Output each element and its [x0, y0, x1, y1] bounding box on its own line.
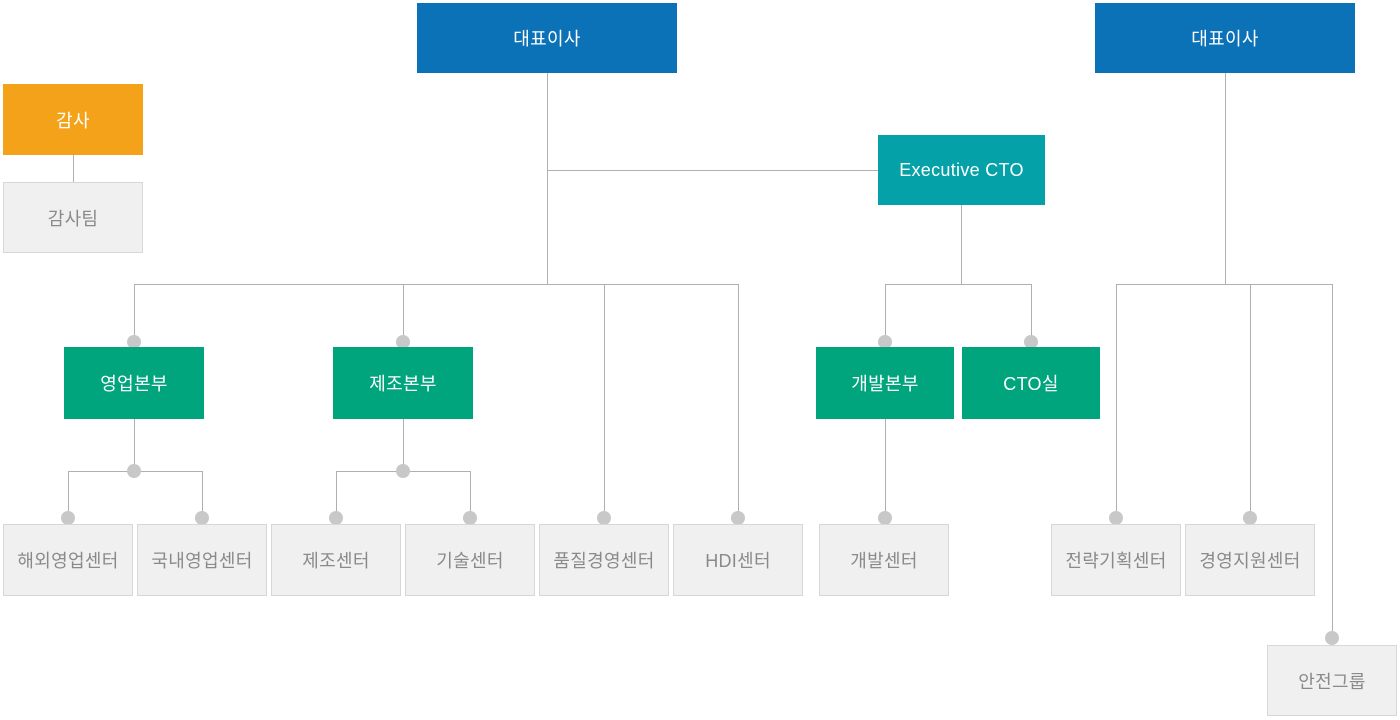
org-node-strategic-planning-center: 전략기획센터	[1051, 524, 1181, 596]
connector-dot	[329, 511, 343, 525]
connector-line	[470, 471, 471, 518]
connector-line	[961, 205, 962, 284]
org-node-executive-cto: Executive CTO	[878, 135, 1045, 205]
org-node-label: HDI센터	[705, 551, 771, 571]
org-node-label: 전략기획센터	[1065, 551, 1167, 571]
org-node-development-center: 개발센터	[819, 524, 949, 596]
connector-line	[547, 170, 878, 171]
org-node-management-support-center: 경영지원센터	[1185, 524, 1315, 596]
org-node-label: Executive CTO	[899, 159, 1024, 180]
connector-line	[1225, 73, 1226, 284]
connector-dot	[61, 511, 75, 525]
org-node-label: 품질경영센터	[553, 551, 655, 571]
connector-dot	[731, 511, 745, 525]
org-node-audit-team: 감사팀	[3, 182, 143, 253]
connector-dot	[878, 511, 892, 525]
connector-line	[134, 284, 738, 285]
org-node-manufacturing-division: 제조본부	[333, 347, 473, 419]
org-node-manufacturing-center: 제조센터	[271, 524, 401, 596]
org-node-label: 영업본부	[100, 374, 168, 394]
org-node-label: 대표이사	[513, 29, 581, 49]
org-node-label: 국내영업센터	[151, 551, 253, 571]
org-node-safety-group: 안전그룹	[1267, 645, 1397, 716]
connector-line	[1250, 284, 1251, 518]
org-node-label: 감사	[56, 110, 90, 131]
org-node-label: 안전그룹	[1298, 671, 1366, 692]
connector-dot	[878, 335, 892, 349]
org-node-audit: 감사	[3, 84, 143, 155]
connector-dot	[1243, 511, 1257, 525]
connector-dot	[195, 511, 209, 525]
connector-line	[202, 471, 203, 518]
org-node-cto-office: CTO실	[962, 347, 1100, 419]
org-node-label: 제조센터	[302, 551, 370, 571]
connector-dot	[1325, 631, 1339, 645]
org-node-label: 대표이사	[1191, 29, 1259, 49]
connector-line	[68, 471, 69, 518]
org-node-overseas-sales-center: 해외영업센터	[3, 524, 133, 596]
connector-line	[73, 155, 74, 182]
org-node-label: 기술센터	[436, 551, 504, 571]
connector-line	[134, 284, 135, 342]
connector-line	[1116, 284, 1117, 518]
connector-line	[604, 284, 605, 518]
org-node-label: 제조본부	[369, 374, 437, 394]
connector-dot	[396, 335, 410, 349]
org-node-label: 해외영업센터	[17, 551, 119, 571]
org-node-technology-center: 기술센터	[405, 524, 535, 596]
connector-line	[738, 284, 739, 518]
connector-dot	[1024, 335, 1038, 349]
connector-line	[547, 73, 548, 284]
org-node-label: 감사팀	[47, 208, 99, 229]
connector-dot	[396, 464, 410, 478]
connector-line	[885, 419, 886, 518]
org-node-development-division: 개발본부	[816, 347, 954, 419]
connector-line	[403, 419, 404, 471]
connector-dot	[127, 464, 141, 478]
org-node-ceo-left: 대표이사	[417, 3, 677, 73]
org-node-ceo-right: 대표이사	[1095, 3, 1355, 73]
connector-line	[403, 284, 404, 342]
org-node-sales-division: 영업본부	[64, 347, 204, 419]
org-node-label: 개발센터	[850, 551, 918, 571]
connector-line	[885, 284, 886, 342]
org-node-quality-management-center: 품질경영센터	[539, 524, 669, 596]
connector-dot	[1109, 511, 1123, 525]
connector-line	[134, 419, 135, 471]
org-node-domestic-sales-center: 국내영업센터	[137, 524, 267, 596]
connector-dot	[463, 511, 477, 525]
connector-line	[885, 284, 1031, 285]
connector-dot	[127, 335, 141, 349]
org-node-label: CTO실	[1003, 374, 1059, 394]
org-node-label: 경영지원센터	[1199, 551, 1301, 571]
connector-line	[336, 471, 337, 518]
connector-dot	[597, 511, 611, 525]
org-node-label: 개발본부	[851, 374, 919, 394]
connector-line	[1332, 284, 1333, 638]
connector-line	[1031, 284, 1032, 342]
connector-line	[1116, 284, 1332, 285]
org-node-hdi-center: HDI센터	[673, 524, 803, 596]
